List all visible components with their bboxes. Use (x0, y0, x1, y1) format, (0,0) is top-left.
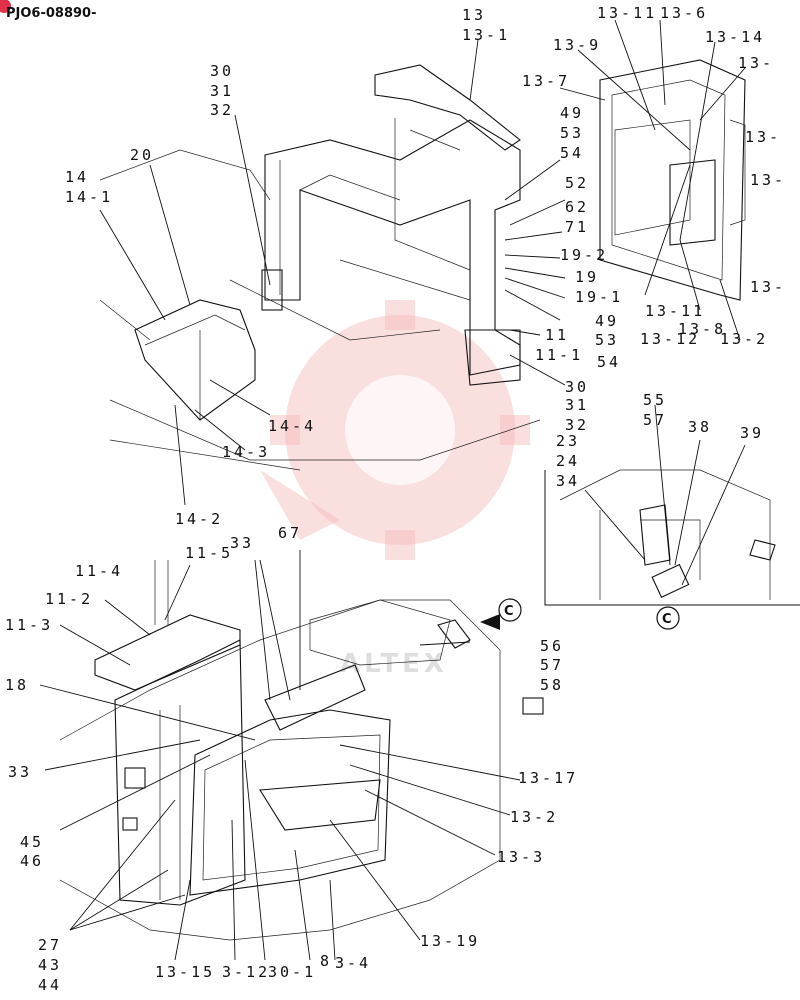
label-11-3: 11-3 (5, 616, 53, 634)
leader-lines (39, 19, 746, 961)
label-11-4: 11-4 (75, 562, 123, 580)
label-14-3: 14-3 (222, 443, 270, 461)
label-27: 27 (38, 936, 62, 954)
label-31-mid: 31 (565, 396, 589, 414)
label-13-7: 13-7 (522, 72, 570, 90)
label-30-1: 30-1 (268, 963, 316, 981)
label-3-4: 3-4 (335, 954, 371, 972)
label-14-4: 14-4 (268, 417, 316, 435)
label-13-17: 13-17 (518, 769, 578, 787)
radiator-panel (599, 59, 746, 301)
label-30-top: 30 (210, 62, 234, 80)
label-57-lower: 57 (540, 656, 564, 674)
label-8: 8 (320, 952, 332, 970)
label-14-1: 14-1 (65, 188, 113, 206)
lower-radiator-assembly (59, 560, 544, 941)
label-19: 19 (575, 268, 599, 286)
c-callout-marker (498, 598, 522, 622)
label-13-6: 13-6 (660, 4, 708, 22)
c-callout-letter: C (504, 604, 514, 619)
label-54-top: 54 (560, 144, 584, 162)
label-62: 62 (565, 198, 589, 216)
label-54-mid: 54 (597, 353, 621, 371)
label-11-2: 11-2 (45, 590, 93, 608)
label-13-2-top: 13-2 (720, 330, 768, 348)
label-24: 24 (556, 452, 580, 470)
label-13-2-lower: 13-2 (510, 808, 558, 826)
label-32-top: 32 (210, 101, 234, 119)
label-11-1: 11-1 (535, 346, 583, 364)
label-13-14: 13-14 (705, 28, 765, 46)
part-labels: 13 13-1 13-11 13-6 13-9 13-14 13-7 13- 1… (5, 4, 786, 994)
detail-c-view (544, 469, 800, 606)
label-19-1: 19-1 (575, 288, 623, 306)
label-53-mid: 53 (595, 331, 619, 349)
doc-badge-icon (0, 0, 11, 13)
arrow-c-icon (480, 614, 500, 630)
label-18: 18 (5, 676, 29, 694)
label-11: 11 (545, 326, 569, 344)
label-57-detail: 57 (643, 411, 667, 429)
label-46: 46 (20, 852, 44, 870)
label-3-12: 3-12 (222, 963, 270, 981)
label-34: 34 (556, 472, 580, 490)
label-67: 67 (278, 524, 302, 542)
label-13-r1: 13- (738, 54, 774, 72)
label-13-19: 13-19 (420, 932, 480, 950)
label-13: 13 (462, 6, 486, 24)
label-19-2: 19-2 (560, 246, 608, 264)
label-38: 38 (688, 418, 712, 436)
label-23: 23 (556, 432, 580, 450)
label-13-r3: 13- (750, 171, 786, 189)
label-44: 44 (38, 976, 62, 994)
label-58: 58 (540, 676, 564, 694)
label-30-mid: 30 (565, 378, 589, 396)
label-45: 45 (20, 833, 44, 851)
label-13-1: 13-1 (462, 26, 510, 44)
label-33-top: 33 (230, 534, 254, 552)
label-31-top: 31 (210, 82, 234, 100)
label-33-lower: 33 (8, 763, 32, 781)
label-39: 39 (740, 424, 764, 442)
label-13-8: 13-8 (678, 320, 726, 338)
label-53-top: 53 (560, 124, 584, 142)
label-32-mid: 32 (565, 416, 589, 434)
label-13-15: 13-15 (155, 963, 215, 981)
label-43: 43 (38, 956, 62, 974)
label-11-5: 11-5 (185, 544, 233, 562)
detail-c-marker (656, 606, 680, 630)
detail-c-letter: C (662, 612, 672, 627)
label-13-11-top: 13-11 (597, 4, 657, 22)
label-13-3: 13-3 (497, 848, 545, 866)
label-13-r2: 13- (745, 128, 781, 146)
label-71: 71 (565, 218, 589, 236)
label-13-9: 13-9 (553, 36, 601, 54)
label-14-2: 14-2 (175, 510, 223, 528)
label-13-11-bottom: 13-11 (645, 302, 705, 320)
label-14: 14 (65, 168, 89, 186)
label-52: 52 (565, 174, 589, 192)
label-13-r4: 13- (750, 278, 786, 296)
label-13-12: 13-12 (640, 330, 700, 348)
label-49-top: 49 (560, 104, 584, 122)
upper-frame-assembly (99, 64, 541, 471)
label-49-mid: 49 (595, 312, 619, 330)
label-20: 20 (130, 146, 154, 164)
label-55: 55 (643, 391, 667, 409)
doc-code: PJO6-08890- (6, 6, 96, 21)
label-56: 56 (540, 637, 564, 655)
